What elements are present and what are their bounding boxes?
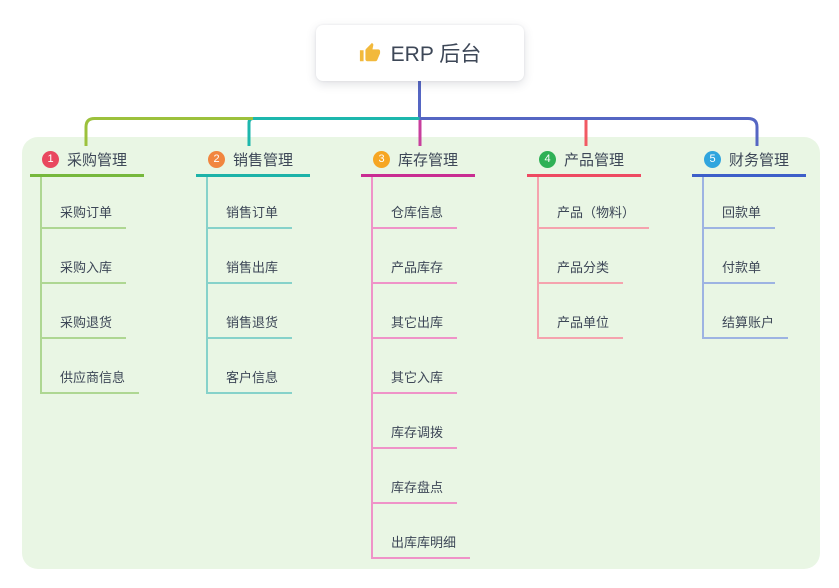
root-node[interactable]: ERP 后台 bbox=[316, 25, 524, 81]
child-node[interactable]: 销售出库 bbox=[208, 229, 293, 284]
branch-product: 4 产品管理 产品（物料） 产品分类 产品单位 bbox=[527, 148, 650, 339]
branch-title: 财务管理 bbox=[729, 152, 790, 169]
child-node[interactable]: 供应商信息 bbox=[42, 339, 140, 394]
branch-sales-children: 销售订单 销售出库 销售退货 客户信息 bbox=[206, 177, 293, 394]
thumbs-up-icon bbox=[359, 42, 380, 62]
child-node[interactable]: 其它入库 bbox=[373, 339, 458, 394]
child-node[interactable]: 出库库明细 bbox=[373, 504, 471, 559]
branch-inventory: 3 库存管理 仓库信息 产品库存 其它出库 其它入库 库存调拨 库存盘点 出库库… bbox=[361, 148, 475, 559]
child-node[interactable]: 仓库信息 bbox=[373, 177, 458, 229]
child-node[interactable]: 库存调拨 bbox=[373, 394, 458, 449]
branch-purchase-children: 采购订单 采购入库 采购退货 供应商信息 bbox=[40, 177, 140, 394]
branch-number-badge: 5 bbox=[704, 151, 721, 168]
branch-number-badge: 4 bbox=[539, 151, 556, 168]
branch-purchase: 1 采购管理 采购订单 采购入库 采购退货 供应商信息 bbox=[30, 148, 144, 394]
branch-product-header[interactable]: 4 产品管理 bbox=[527, 148, 641, 177]
child-node[interactable]: 采购入库 bbox=[42, 229, 127, 284]
branch-inventory-header[interactable]: 3 库存管理 bbox=[361, 148, 475, 177]
background-panel bbox=[22, 137, 820, 569]
branch-number-badge: 2 bbox=[208, 151, 225, 168]
branch-number-badge: 3 bbox=[373, 151, 390, 168]
child-node[interactable]: 产品（物料） bbox=[539, 177, 650, 229]
child-node[interactable]: 其它出库 bbox=[373, 284, 458, 339]
child-node[interactable]: 销售订单 bbox=[208, 177, 293, 229]
branch-title: 销售管理 bbox=[233, 152, 294, 169]
branch-finance-header[interactable]: 5 财务管理 bbox=[692, 148, 806, 177]
branch-purchase-header[interactable]: 1 采购管理 bbox=[30, 148, 144, 177]
branch-title: 采购管理 bbox=[67, 152, 128, 169]
branch-title: 库存管理 bbox=[398, 152, 459, 169]
child-node[interactable]: 客户信息 bbox=[208, 339, 293, 394]
branch-finance-children: 回款单 付款单 结算账户 bbox=[702, 177, 789, 339]
child-node[interactable]: 库存盘点 bbox=[373, 449, 458, 504]
child-node[interactable]: 销售退货 bbox=[208, 284, 293, 339]
child-node[interactable]: 采购退货 bbox=[42, 284, 127, 339]
child-node[interactable]: 产品单位 bbox=[539, 284, 624, 339]
branch-sales: 2 销售管理 销售订单 销售出库 销售退货 客户信息 bbox=[196, 148, 310, 394]
child-node[interactable]: 付款单 bbox=[704, 229, 776, 284]
branch-title: 产品管理 bbox=[564, 152, 625, 169]
branch-number-badge: 1 bbox=[42, 151, 59, 168]
child-node[interactable]: 结算账户 bbox=[704, 284, 789, 339]
branch-inventory-children: 仓库信息 产品库存 其它出库 其它入库 库存调拨 库存盘点 出库库明细 bbox=[371, 177, 471, 559]
branch-product-children: 产品（物料） 产品分类 产品单位 bbox=[537, 177, 650, 339]
child-node[interactable]: 采购订单 bbox=[42, 177, 127, 229]
child-node[interactable]: 产品库存 bbox=[373, 229, 458, 284]
root-label: ERP 后台 bbox=[390, 43, 482, 66]
branch-finance: 5 财务管理 回款单 付款单 结算账户 bbox=[692, 148, 806, 339]
branch-sales-header[interactable]: 2 销售管理 bbox=[196, 148, 310, 177]
child-node[interactable]: 产品分类 bbox=[539, 229, 624, 284]
child-node[interactable]: 回款单 bbox=[704, 177, 776, 229]
